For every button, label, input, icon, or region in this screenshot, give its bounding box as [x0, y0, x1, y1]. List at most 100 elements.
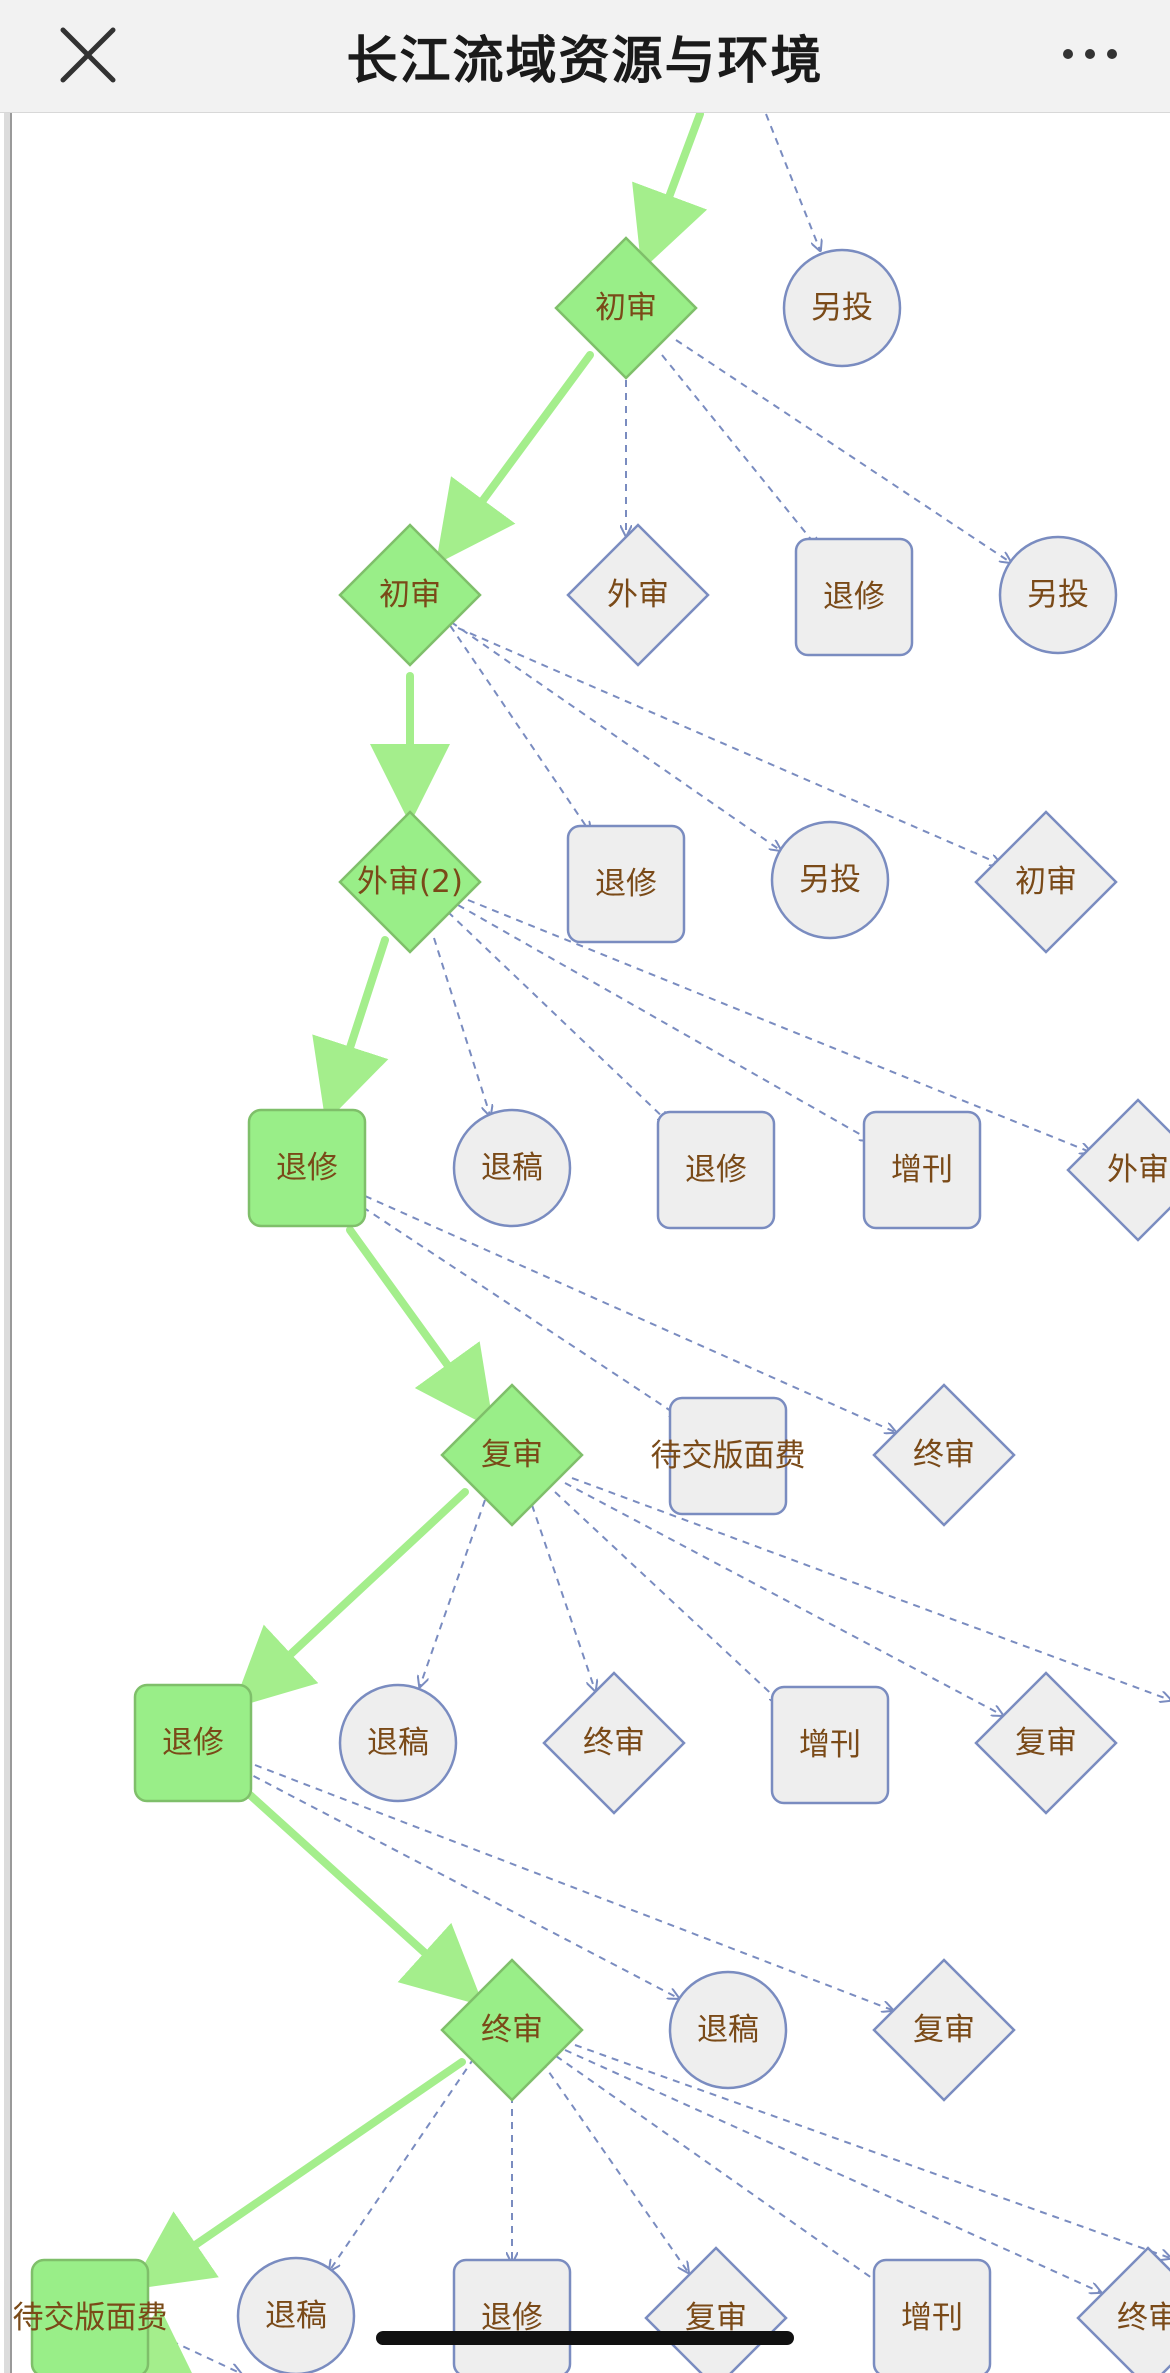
node-shape — [782, 248, 902, 368]
node-shape — [338, 523, 482, 667]
node-diamond-active[interactable]: 外审(2) — [338, 810, 482, 954]
main-path-edge — [111, 2307, 200, 2373]
node-diamond[interactable]: 外审 — [566, 523, 710, 667]
node-label: 退稿 — [367, 1725, 429, 1761]
node-shape — [247, 1108, 367, 1228]
node-shape — [872, 1958, 1016, 2102]
node-label: 退修 — [595, 866, 657, 902]
node-diamond-active[interactable]: 复审 — [440, 1383, 584, 1527]
node-label: 外审(2) — [357, 864, 463, 900]
node-circle[interactable]: 另投 — [998, 535, 1118, 655]
node-rect[interactable]: 退修 — [656, 1110, 776, 1230]
node-label: 增刊 — [901, 2300, 963, 2336]
node-diamond[interactable]: 外审 — [1066, 1098, 1170, 1242]
node-shape — [566, 824, 686, 944]
node-diamond[interactable]: 复审 — [872, 1958, 1016, 2102]
node-shape — [133, 1683, 253, 1803]
node-label: 外审 — [1107, 1152, 1169, 1188]
node-circle[interactable]: 另投 — [770, 820, 890, 940]
node-label: 增刊 — [799, 1727, 861, 1763]
node-shape — [668, 1970, 788, 2090]
node-diamond[interactable]: 终审 — [872, 1383, 1016, 1527]
node-shape — [440, 1958, 584, 2102]
node-label: 终审 — [913, 1437, 975, 1473]
node-circle[interactable]: 退稿 — [236, 2256, 356, 2373]
main-path-edge — [435, 351, 594, 565]
node-shape — [872, 2258, 992, 2373]
dashed-edge — [433, 937, 490, 1115]
main-path-edge — [632, 110, 708, 271]
node-shape — [542, 1671, 686, 1815]
scroll-edge — [4, 112, 12, 2373]
node-diamond-active[interactable]: 初审 — [338, 523, 482, 667]
main-path-edges — [111, 110, 708, 2373]
node-rect-active[interactable]: 退修 — [133, 1683, 253, 1803]
main-path-edge — [232, 1488, 469, 1709]
dashed-edge — [467, 899, 1090, 1152]
node-diamond-active[interactable]: 终审 — [440, 1958, 584, 2102]
node-label: 终审 — [481, 2012, 543, 2048]
more-options-button[interactable] — [1050, 26, 1130, 82]
node-shape — [770, 820, 890, 940]
node-diamond[interactable]: 终审 — [1076, 2246, 1170, 2373]
node-rect-active[interactable]: 待交版面费 — [13, 2258, 168, 2373]
node-rect[interactable]: 退修 — [452, 2258, 572, 2373]
node-label: 外审 — [607, 577, 669, 613]
node-rect[interactable]: 待交版面费 — [651, 1396, 806, 1516]
node-circle[interactable]: 另投 — [782, 248, 902, 368]
node-label: 退修 — [685, 1152, 747, 1188]
node-shape — [872, 1383, 1016, 1527]
node-diamond[interactable]: 复审 — [974, 1671, 1118, 1815]
dashed-edge — [765, 113, 820, 250]
workflow-nodes: 初审另投初审外审退修另投外审(2)退修另投初审退修退稿退修增刊外审复审待交版面费… — [13, 236, 1170, 2373]
more-icon — [1063, 49, 1073, 59]
node-label: 待交版面费 — [13, 2300, 168, 2336]
node-shape — [1066, 1098, 1170, 1242]
node-shape — [338, 1683, 458, 1803]
node-rect[interactable]: 退修 — [566, 824, 686, 944]
dashed-edge — [351, 1199, 680, 1417]
node-diamond[interactable]: 复审 — [644, 2246, 788, 2373]
dashed-edge — [571, 1477, 1170, 1700]
node-circle[interactable]: 退稿 — [338, 1683, 458, 1803]
dashed-edge — [450, 621, 780, 850]
node-circle[interactable]: 退稿 — [668, 1970, 788, 2090]
node-label: 待交版面费 — [651, 1438, 806, 1474]
node-label: 退稿 — [697, 2012, 759, 2048]
node-label: 退修 — [162, 1725, 224, 1761]
node-label: 另投 — [1027, 577, 1089, 613]
node-shape — [974, 810, 1118, 954]
dashed-edge — [661, 354, 818, 548]
node-label: 退修 — [276, 1150, 338, 1186]
node-label: 复审 — [1015, 1725, 1077, 1761]
node-diamond[interactable]: 初审 — [974, 810, 1118, 954]
node-rect[interactable]: 增刊 — [872, 2258, 992, 2373]
node-label: 复审 — [913, 2012, 975, 2048]
node-circle[interactable]: 退稿 — [452, 1108, 572, 1228]
close-button[interactable] — [55, 22, 121, 88]
node-rect[interactable]: 增刊 — [770, 1685, 890, 1805]
node-shape — [974, 1671, 1118, 1815]
dashed-edge — [442, 614, 590, 832]
node-rect-active[interactable]: 退修 — [247, 1108, 367, 1228]
node-shape — [656, 1110, 776, 1230]
dashed-edge — [147, 2329, 240, 2373]
node-diamond[interactable]: 终审 — [542, 1671, 686, 1815]
node-shape — [1076, 2246, 1170, 2373]
node-label: 另投 — [799, 862, 861, 898]
node-label: 退修 — [481, 2300, 543, 2336]
node-rect[interactable]: 退修 — [794, 537, 914, 657]
page-title: 长江流域资源与环境 — [346, 32, 824, 91]
dashed-edge — [457, 904, 870, 1140]
node-shape — [554, 236, 698, 380]
home-indicator — [376, 2331, 794, 2345]
node-shape — [440, 1383, 584, 1527]
dashed-edge — [555, 2055, 886, 2288]
node-diamond-active[interactable]: 初审 — [554, 236, 698, 380]
node-rect[interactable]: 增刊 — [862, 1110, 982, 1230]
dashed-edges — [147, 113, 1170, 2373]
close-icon — [60, 27, 116, 83]
dashed-edge — [447, 911, 668, 1122]
dashed-edge — [457, 627, 1000, 864]
